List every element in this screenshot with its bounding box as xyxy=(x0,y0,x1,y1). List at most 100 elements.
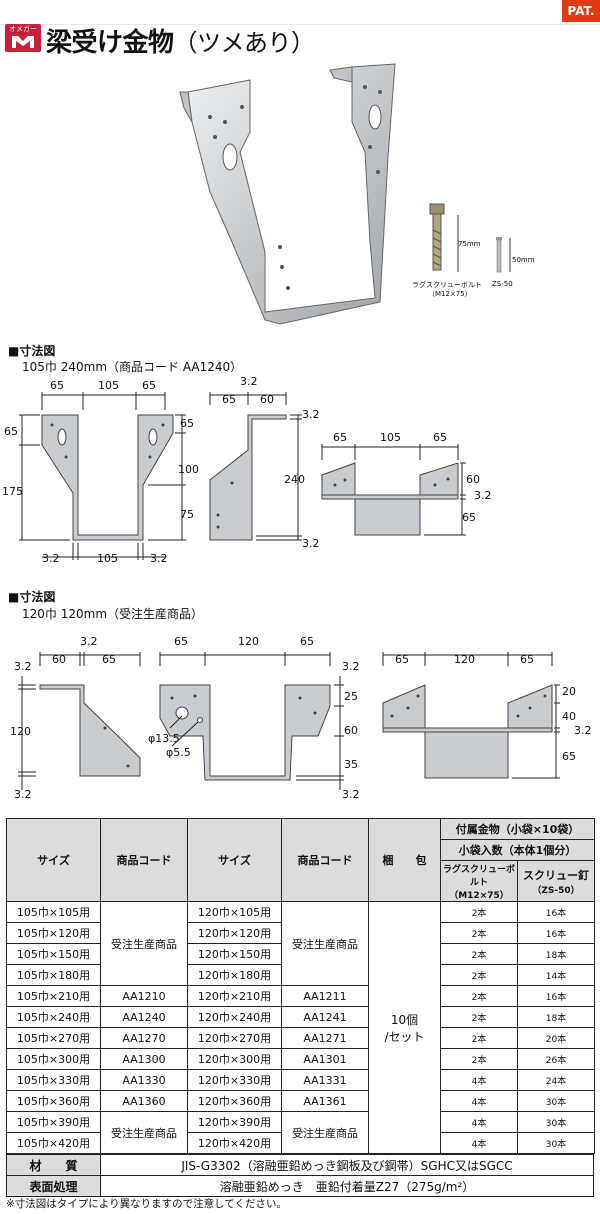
cell-size2: 120巾×240用 xyxy=(187,1006,282,1028)
cell-bolt: 4本 xyxy=(440,1111,518,1133)
cell-bolt: 4本 xyxy=(440,1132,518,1154)
d2-front-h60: 60 xyxy=(344,724,358,737)
material-label: 材 質 xyxy=(6,1154,101,1176)
cell-size2: 120巾×180用 xyxy=(187,964,282,986)
d2-side-t-top: 3.2 xyxy=(80,635,98,648)
cell-code2: 受注生産商品 xyxy=(281,1111,369,1154)
cell-bolt: 2本 xyxy=(440,922,518,944)
d1-front-b-right: 3.2 xyxy=(150,552,168,565)
d1-front-h-right-mid: 100 xyxy=(178,463,199,476)
patent-badge: PAT. xyxy=(562,0,600,22)
bolt-label: ラグスクリューボルト xyxy=(412,281,482,289)
cell-bolt: 2本 xyxy=(440,1027,518,1049)
logo-text: オメガー xyxy=(9,25,37,33)
d2-top-w-right: 65 xyxy=(520,653,534,666)
cell-size2: 120巾×420用 xyxy=(187,1132,282,1154)
cell-code: AA1210 xyxy=(100,985,188,1007)
th-size2: サイズ xyxy=(187,818,282,902)
cell-screw: 24本 xyxy=(517,1069,595,1091)
cell-bolt: 2本 xyxy=(440,943,518,965)
d2-front-h35: 35 xyxy=(344,758,358,771)
cell-code2: 受注生産商品 xyxy=(281,901,369,986)
surface-value: 溶融亜鉛めっき 亜鉛付着量Z27（275g/m²） xyxy=(100,1175,594,1197)
d2-top-t: 3.2 xyxy=(574,724,592,737)
cell-size: 105巾×150用 xyxy=(6,943,101,965)
d1-front-w-mid: 105 xyxy=(98,379,119,392)
d1-front-w-left: 65 xyxy=(50,379,64,392)
d2-side-h: 120 xyxy=(10,725,31,738)
cell-code2: AA1301 xyxy=(281,1048,369,1070)
cell-bolt: 4本 xyxy=(440,1090,518,1112)
pack-unit: /セット xyxy=(384,1029,425,1044)
d2-front-h25: 25 xyxy=(344,690,358,703)
th-code: 商品コード xyxy=(100,818,188,902)
bolt-size: （M12×75） xyxy=(428,290,472,298)
d2-front-w-left: 65 xyxy=(174,635,188,648)
th-bolt-sub: （M12×75） xyxy=(449,890,509,901)
d1-front-h-left-all: 175 xyxy=(2,485,23,498)
cell-size: 105巾×330用 xyxy=(6,1069,101,1091)
d1-front-b-left: 3.2 xyxy=(42,552,60,565)
cell-screw: 30本 xyxy=(517,1132,595,1154)
cell-screw: 26本 xyxy=(517,1048,595,1070)
bolt-nail-illustration xyxy=(429,203,511,273)
cell-code: 受注生産商品 xyxy=(100,901,188,986)
th-screw-label: スクリュー釘 xyxy=(523,868,589,882)
cell-bolt: 2本 xyxy=(440,1006,518,1028)
cell-screw: 16本 xyxy=(517,922,595,944)
cell-code: AA1330 xyxy=(100,1069,188,1091)
th-bolt-label: ラグスクリューボルト xyxy=(442,864,515,888)
d1-top-w-left: 65 xyxy=(333,431,347,444)
cell-screw: 14本 xyxy=(517,964,595,986)
th-bag: 小袋入数（本体1個分） xyxy=(440,839,595,861)
cell-code: AA1300 xyxy=(100,1048,188,1070)
d1-front-w-right: 65 xyxy=(142,379,156,392)
cell-bolt: 2本 xyxy=(440,985,518,1007)
d2-front-t-top: 3.2 xyxy=(342,660,360,673)
d1-side-h: 240 xyxy=(284,473,305,486)
cell-size: 105巾×390用 xyxy=(6,1111,101,1133)
diagram2-caption: 120巾 120mm（受注生産商品） xyxy=(22,607,204,621)
d2-front-w-right: 65 xyxy=(300,635,314,648)
cell-size2: 120巾×150用 xyxy=(187,943,282,965)
d2-top-h65: 65 xyxy=(562,750,576,763)
cell-screw: 20本 xyxy=(517,1027,595,1049)
cell-code2: AA1331 xyxy=(281,1069,369,1091)
cell-size2: 120巾×270用 xyxy=(187,1027,282,1049)
cell-code: 受注生産商品 xyxy=(100,1111,188,1154)
diagram2-heading: ■寸法図 xyxy=(8,590,56,604)
logo-mark-icon xyxy=(12,36,34,48)
d2-top-h20: 20 xyxy=(562,685,576,698)
top-bar xyxy=(0,0,600,25)
diagram1-heading: ■寸法図 xyxy=(8,344,56,358)
d1-top-w-mid: 105 xyxy=(380,431,401,444)
cell-code: AA1270 xyxy=(100,1027,188,1049)
d1-side-w-b: 60 xyxy=(260,393,274,406)
cell-code: AA1240 xyxy=(100,1006,188,1028)
cell-size2: 120巾×210用 xyxy=(187,985,282,1007)
cell-size: 105巾×120用 xyxy=(6,922,101,944)
d2-front-t-bot: 3.2 xyxy=(342,788,360,801)
cell-size2: 120巾×300用 xyxy=(187,1048,282,1070)
footnote: ※寸法図はタイプにより異なりますので注意してください。 xyxy=(6,1198,287,1210)
cell-size: 105巾×360用 xyxy=(6,1090,101,1112)
d1-top-w-right: 65 xyxy=(433,431,447,444)
d2-side-t: 3.2 xyxy=(14,660,32,673)
pack-value: 10個 xyxy=(390,1012,419,1027)
cell-size2: 120巾×330用 xyxy=(187,1069,282,1091)
d2-top-h40: 40 xyxy=(562,710,576,723)
th-screw-sub: （ZS-50） xyxy=(532,885,580,896)
d1-top-h3: 65 xyxy=(462,511,476,524)
diagram2: 3.2 60 65 3.2 120 3.2 65 120 65 3.2 25 6… xyxy=(10,635,592,801)
brand-logo: オメガー xyxy=(5,24,41,52)
page-title: 梁受け金物（ツメあり） xyxy=(46,22,315,59)
diagram1-caption: 105巾 240mm（商品コード AA1240） xyxy=(22,360,243,374)
cell-size: 105巾×300用 xyxy=(6,1048,101,1070)
d2-front-hole1: φ13.5 xyxy=(148,732,180,745)
